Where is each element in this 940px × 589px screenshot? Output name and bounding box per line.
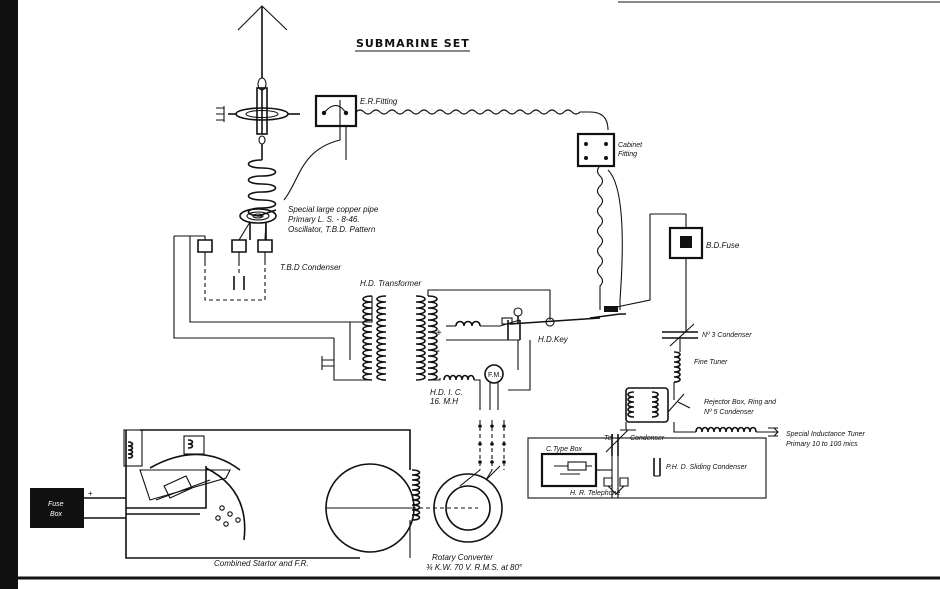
phd-sliding-condenser bbox=[527, 437, 767, 499]
plus-sign: + bbox=[436, 328, 442, 339]
combined-starter bbox=[123, 429, 411, 559]
tbd-condenser bbox=[173, 221, 334, 339]
twisted-lead-top bbox=[355, 109, 609, 131]
copper-pipe-label-2: Primary L. S. - 8-46. bbox=[288, 215, 360, 224]
cabinet-fitting-label-1: Cabinet bbox=[618, 142, 643, 149]
rotary-label-2: ¾ K.W. 70 V. R.M.S. at 80° bbox=[426, 563, 523, 572]
fine-tuner bbox=[673, 351, 681, 400]
aerial-return-lead bbox=[607, 169, 623, 310]
fuse-box-label-1: Fuse bbox=[48, 501, 64, 508]
side-note-line-1: The Admiralty Hdb. V.6. bbox=[2, 12, 9, 75]
fuse-box: Fuse Box + - bbox=[30, 488, 126, 528]
fuse-box-label-2: Box bbox=[50, 511, 63, 518]
hd-ic-label-1: H.D. I. C. bbox=[430, 388, 463, 397]
rejector-box bbox=[625, 387, 691, 423]
er-fitting bbox=[314, 94, 358, 160]
combined-starter-label: Combined Startor and F.R. bbox=[214, 559, 309, 568]
primary-coil bbox=[247, 100, 341, 217]
hd-transformer: + - bbox=[189, 236, 551, 381]
bd-fuse bbox=[611, 213, 704, 330]
fine-tuner-label: Fine Tuner bbox=[694, 359, 728, 366]
aerial bbox=[216, 5, 300, 160]
bd-fuse-label: B.D.Fuse bbox=[706, 241, 740, 250]
hd-key-label: H.D.Key bbox=[538, 335, 569, 344]
c-type-box-label: C.Type Box bbox=[546, 446, 583, 453]
fm-meter: F.M. bbox=[459, 364, 506, 487]
cabinet-fitting-label-2: Fitting bbox=[618, 151, 637, 158]
special-inductance-tuner bbox=[673, 422, 779, 437]
hd-ic-label-2: 16. M.H bbox=[430, 397, 458, 406]
minus-sign: - bbox=[436, 343, 440, 357]
oscillator bbox=[239, 208, 277, 240]
rejector-label-2: Nº 5 Condenser bbox=[704, 409, 754, 416]
hr-telephone-label: H. R. Telephone bbox=[570, 490, 620, 497]
side-note: The Admiralty Hdb. V.6. To face page 111… bbox=[2, 12, 17, 75]
side-note-line-2: To face page 111. bbox=[10, 12, 17, 57]
er-fitting-label: E.R.Fitting bbox=[360, 97, 398, 106]
hd-transformer-label: H.D. Transformer bbox=[360, 279, 422, 288]
copper-pipe-label-3: Oscillator, T.B.D. Pattern bbox=[288, 225, 376, 234]
fm-label: F.M. bbox=[488, 372, 501, 379]
special-tuner-label-2: Primary 10 to 100 mics bbox=[786, 441, 858, 448]
diagram-title: SUBMARINE SET bbox=[356, 37, 470, 50]
hr-telephone bbox=[603, 477, 629, 495]
special-tuner-label-1: Special Inductance Tuner bbox=[786, 431, 866, 438]
n3-condenser-label: Nº 3 Condenser bbox=[702, 332, 752, 339]
hd-key bbox=[446, 306, 626, 391]
rotary-label-1: Rotary Converter bbox=[432, 553, 493, 562]
twisted-lead-down bbox=[596, 165, 604, 310]
fuse-plus: + bbox=[88, 489, 93, 498]
n3-condenser bbox=[662, 320, 698, 352]
copper-pipe-label-1: Special large copper pipe bbox=[288, 205, 379, 214]
c-type-box bbox=[540, 452, 598, 488]
tbd-condenser-label: T.B.D Condenser bbox=[280, 263, 341, 272]
rotary-converter bbox=[325, 463, 503, 558]
phd-sliding-label: P.H. D. Sliding Condenser bbox=[666, 464, 747, 471]
hd-ic-choke bbox=[443, 374, 481, 410]
rejector-label-1: Rejector Box, Ring and bbox=[704, 399, 777, 406]
cabinet-fitting bbox=[576, 132, 616, 168]
